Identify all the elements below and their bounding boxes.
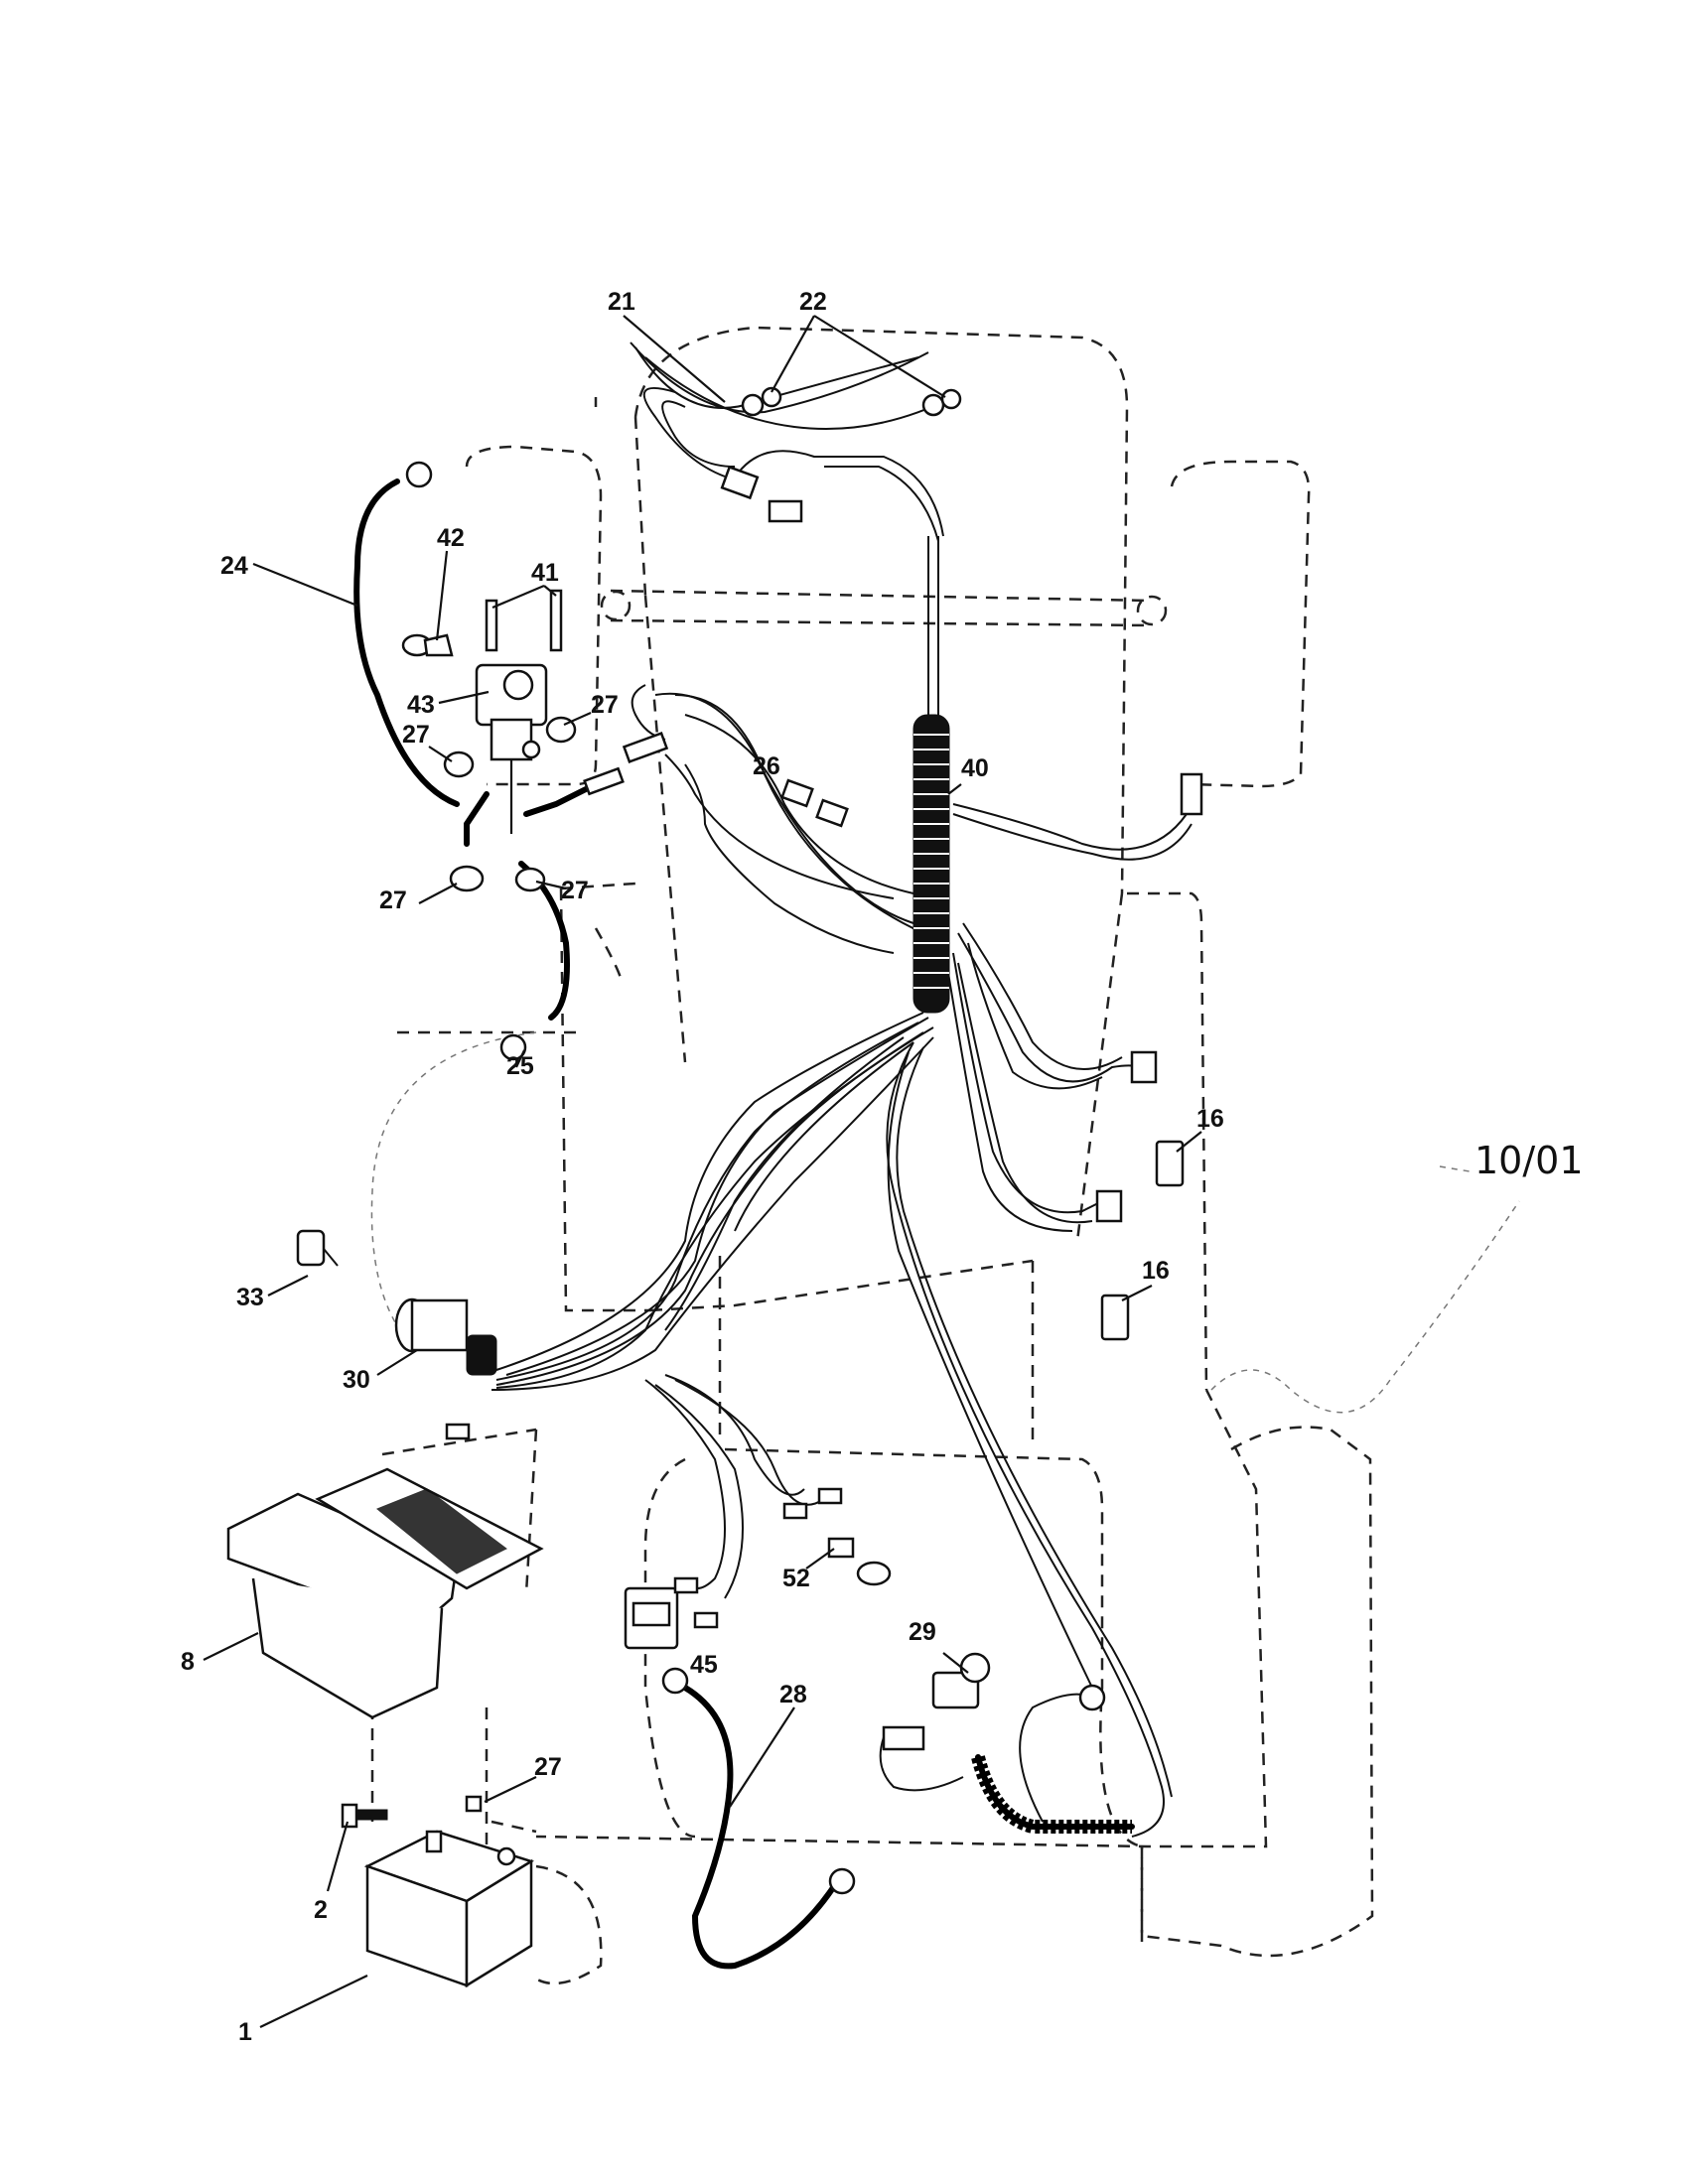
battery-cable-28 bbox=[661, 1667, 856, 1970]
safety-switch-16 bbox=[1095, 1050, 1185, 1341]
ignition-key bbox=[296, 1229, 339, 1267]
callout-41: 41 bbox=[531, 559, 559, 587]
callout-30: 30 bbox=[343, 1366, 370, 1394]
callout-43: 43 bbox=[407, 691, 435, 719]
headlight-harness-plug bbox=[720, 465, 803, 523]
screw-41 bbox=[485, 589, 563, 652]
terminal-boot bbox=[401, 633, 454, 657]
callout-27-a: 27 bbox=[591, 691, 619, 719]
callout-26: 26 bbox=[753, 752, 780, 780]
solenoid-terminal bbox=[464, 732, 669, 847]
callout-25: 25 bbox=[506, 1052, 534, 1080]
tractor-frame-outline bbox=[370, 326, 1374, 1985]
callout-27-d: 27 bbox=[561, 877, 589, 904]
callout-52: 52 bbox=[782, 1565, 810, 1592]
callout-33: 33 bbox=[236, 1284, 264, 1311]
date-code: 10/01 bbox=[1474, 1139, 1584, 1182]
callout-2: 2 bbox=[314, 1896, 328, 1924]
cable-25 bbox=[499, 861, 570, 1061]
battery-cable-24 bbox=[353, 461, 460, 807]
nut-27 bbox=[443, 716, 577, 1813]
fuse-holder bbox=[780, 778, 849, 828]
callout-22: 22 bbox=[799, 288, 827, 316]
callout-40: 40 bbox=[961, 754, 989, 782]
wire-harness bbox=[491, 341, 1193, 1838]
callout-21: 21 bbox=[608, 288, 635, 316]
harness-coil-sleeve bbox=[912, 714, 1135, 1834]
callout-24: 24 bbox=[220, 552, 248, 580]
battery-bolt bbox=[341, 1803, 388, 1829]
callout-16-a: 16 bbox=[1196, 1105, 1224, 1133]
callout-16-b: 16 bbox=[1142, 1257, 1170, 1285]
ground-wire-path bbox=[370, 1031, 1520, 1414]
callout-28: 28 bbox=[779, 1681, 807, 1708]
callout-1: 1 bbox=[238, 2018, 252, 2046]
light-connector bbox=[827, 1537, 892, 1586]
leader-lines bbox=[203, 315, 1202, 2028]
hour-meter bbox=[624, 1586, 679, 1650]
callout-27-e: 27 bbox=[534, 1753, 562, 1781]
headlight-bulb bbox=[741, 386, 962, 417]
battery bbox=[363, 1830, 534, 1988]
callout-29: 29 bbox=[909, 1618, 936, 1646]
callout-labels: 21 22 24 42 41 43 27 27 27 27 26 40 25 1… bbox=[181, 288, 1224, 2046]
engine-connector bbox=[1180, 772, 1203, 816]
callout-27-c: 27 bbox=[379, 887, 407, 914]
battery-box bbox=[226, 1467, 544, 1719]
callout-27-b: 27 bbox=[402, 721, 430, 749]
callout-45: 45 bbox=[690, 1651, 718, 1679]
wire-terminal bbox=[445, 1423, 843, 1629]
callout-42: 42 bbox=[437, 524, 465, 552]
ignition-switch bbox=[394, 1297, 497, 1376]
seat-switch bbox=[879, 1652, 1106, 1823]
solenoid bbox=[475, 663, 548, 834]
callout-8: 8 bbox=[181, 1648, 195, 1676]
